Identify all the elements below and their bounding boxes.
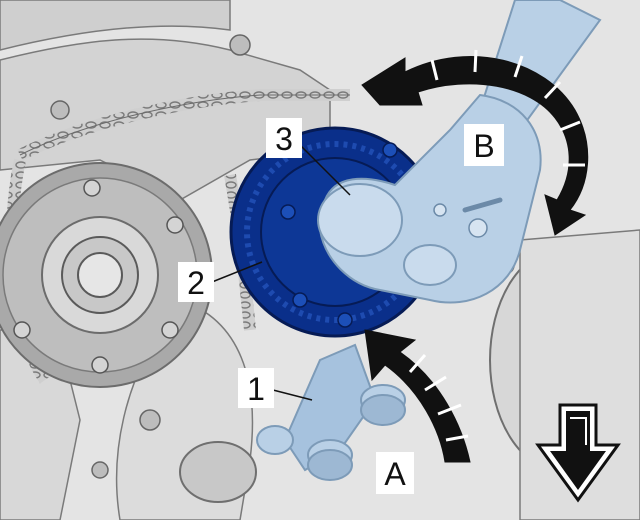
curved-arrow-icon: [361, 49, 589, 236]
curved-arrow-icon: [364, 329, 471, 463]
holding-tool: [256, 343, 406, 481]
callout-B-label: B: [473, 128, 494, 164]
callout-A: A: [376, 452, 414, 494]
camshaft-sprocket: [0, 162, 213, 388]
callout-3-label: 3: [275, 121, 293, 157]
callout-1: 1: [238, 368, 274, 408]
callout-2-label: 2: [187, 265, 205, 301]
callout-B: B: [464, 124, 504, 166]
callout-1-label: 1: [247, 371, 265, 407]
down-arrow-icon: [535, 403, 621, 503]
callout-2: 2: [178, 262, 214, 302]
leader-lines: [211, 144, 351, 401]
callout-3: 3: [266, 118, 302, 158]
callout-A-label: A: [384, 456, 406, 492]
